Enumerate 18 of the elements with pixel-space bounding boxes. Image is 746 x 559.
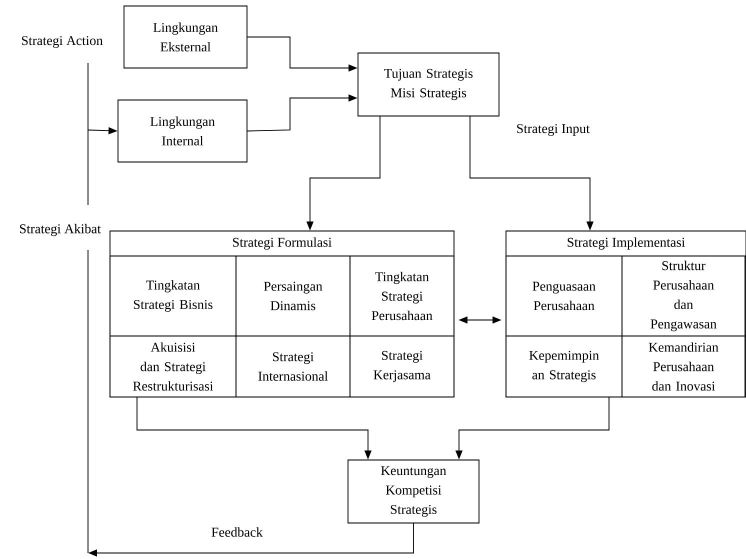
- table-cell: Persaingan Dinamis: [236, 256, 350, 336]
- side-label: Strategi Action: [20, 35, 104, 49]
- table-cell: Tingkatan Strategi Bisnis: [110, 256, 236, 336]
- process-box: Lingkungan Eksternal: [124, 6, 248, 68]
- table-cell: Akuisisi dan Strategi Restrukturisasi: [110, 336, 236, 398]
- side-label: Strategi Input: [515, 123, 591, 137]
- table-cell: Kemandirian Perusahaan dan Inovasi: [622, 336, 746, 398]
- table-cell: Strategi Kerjasama: [350, 336, 454, 398]
- table-cell: Struktur Perusahaan dan Pengawasan: [622, 256, 746, 336]
- process-box: Lingkungan Internal: [118, 100, 248, 162]
- table-cell: Penguasaan Perusahaan: [506, 256, 622, 336]
- table-cell: Tingkatan Strategi Perusahaan: [350, 256, 454, 336]
- edge-label: Feedback: [210, 526, 264, 538]
- process-box: Keuntungan Kompetisi Strategis: [348, 460, 480, 524]
- table-cell: Strategi Internasional: [236, 336, 350, 398]
- table-cell: Kepemimpin an Strategis: [506, 336, 622, 398]
- process-box: Tujuan Strategis Misi Strategis: [358, 52, 500, 116]
- side-label: Strategi Akibat: [18, 222, 102, 238]
